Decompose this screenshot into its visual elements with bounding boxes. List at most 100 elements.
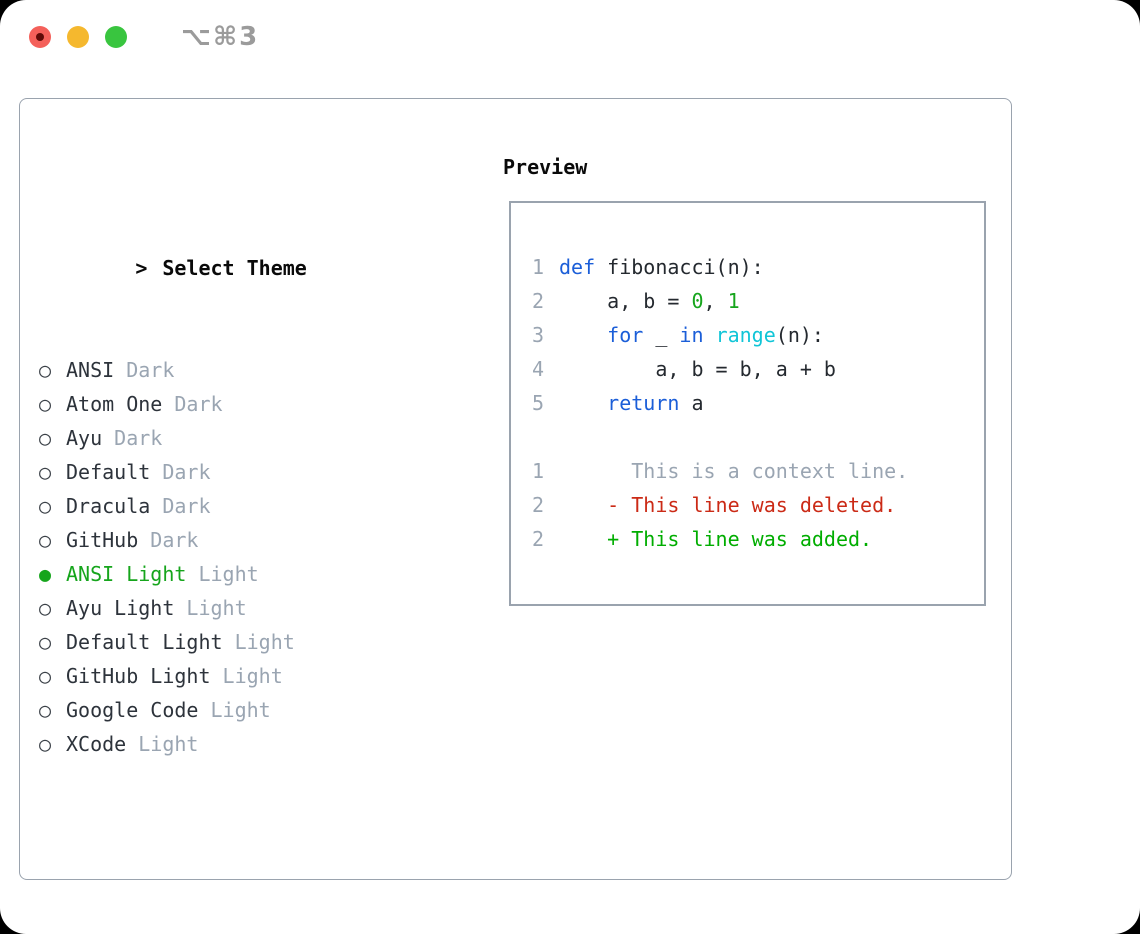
code-line: 2 + This line was added. [532,522,984,556]
theme-variant-badge: Light [198,698,271,722]
code-text: return a [559,391,703,415]
radio-icon: ○ [39,732,52,756]
code-text: This is a context line. [559,459,908,483]
code-text: def fibonacci(n): [559,255,764,279]
prompt-icon: > [135,256,148,280]
theme-variant-badge: Light [126,732,199,756]
code-line: 1 This is a context line. [532,454,984,488]
theme-selector-panel: >Select Theme ○ANSI Dark○Atom One Dark○A… [19,98,1012,880]
minimize-button[interactable] [67,26,89,48]
radio-icon: ○ [39,630,52,654]
line-number: 5 [532,391,545,415]
code-token: (n): [775,323,824,347]
theme-name: Ayu Light [66,596,175,620]
radio-icon: ○ [39,528,52,552]
code-token: a, b = [559,289,692,313]
theme-name: GitHub Light [66,664,211,688]
line-number: 2 [532,289,545,313]
code-token: + This line was added. [559,527,873,551]
code-token [559,391,607,415]
code-token: - This line was deleted. [559,493,897,517]
theme-option-github-light[interactable]: ○ GitHub Light Light [39,659,439,693]
theme-option-github[interactable]: ○ GitHub Dark [39,523,439,557]
code-token: 1 [727,289,740,313]
theme-column: >Select Theme ○ANSI Dark○Atom One Dark○A… [39,149,439,934]
code-token: _ [643,323,680,347]
theme-option-ansi[interactable]: ○ANSI Dark [39,353,439,387]
theme-variant-badge: Dark [102,426,163,450]
theme-option-google-code[interactable]: ○ Google Code Light [39,693,439,727]
theme-option-atom-one[interactable]: ○ Atom One Dark [39,387,439,421]
radio-selected-icon: ● [39,562,52,586]
zoom-button[interactable] [105,26,127,48]
code-text: + This line was added. [559,527,872,551]
code-token: in [679,323,704,347]
radio-icon: ○ [39,596,52,620]
code-token: return [607,391,680,415]
radio-icon: ○ [39,664,52,688]
line-number: 3 [532,323,545,347]
radio-icon: ○ [39,494,52,518]
code-token [704,323,716,347]
theme-variant-badge: Dark [162,392,223,416]
theme-name: Google Code [66,698,199,722]
code-line: 4 a, b = b, a + b [532,352,984,386]
code-line: 3 for _ in range(n): [532,318,984,352]
theme-name: GitHub [66,528,139,552]
code-token: range [715,323,776,347]
theme-variant-badge: Dark [150,494,211,518]
line-number: 1 [532,255,545,279]
theme-variant-badge: Light [186,562,259,586]
theme-variant-badge: Light [210,664,283,688]
theme-option-ayu[interactable]: ○Ayu Dark [39,421,439,455]
theme-name: XCode [66,732,127,756]
code-line: 5 return a [532,386,984,420]
radio-icon: ○ [39,460,52,484]
theme-name: Atom One [66,392,163,416]
theme-name: ANSI Light [66,562,187,586]
theme-variant-badge: Dark [138,528,199,552]
close-dot-icon [36,33,44,41]
theme-variant-badge: Dark [150,460,211,484]
theme-name: ANSI [66,358,115,382]
spacer [39,863,439,897]
theme-list: ○ANSI Dark○Atom One Dark○Ayu Dark○Defaul… [39,353,439,761]
code-line: 2 a, b = 0, 1 [532,284,984,318]
theme-option-ansi-light[interactable]: ● ANSI Light Light [39,557,439,591]
code-token: for [607,323,644,347]
line-number: 4 [532,357,545,381]
radio-icon: ○ [39,392,52,416]
code-token: def [559,255,596,279]
theme-variant-badge: Dark [114,358,175,382]
line-number: 2 [532,527,545,551]
theme-variant-badge: Light [222,630,295,654]
code-token: , [703,289,728,313]
code-line: 2 - This line was deleted. [532,488,984,522]
theme-option-default[interactable]: ○ Default Dark [39,455,439,489]
code-text: for _ in range(n): [559,323,824,347]
theme-option-ayu-light[interactable]: ○Ayu Light Light [39,591,439,625]
code-line: 1 def fibonacci(n): [532,250,984,284]
radio-icon: ○ [39,698,52,722]
code-text: a, b = 0, 1 [559,289,740,313]
titlebar: ⌥⌘3 [29,22,259,52]
window-title: ⌥⌘3 [181,22,260,52]
code-text: - This line was deleted. [559,493,896,517]
theme-name: Default [66,460,151,484]
close-button[interactable] [29,26,51,48]
line-number: 2 [532,493,545,517]
select-theme-header: >Select Theme [39,217,439,280]
code-token: a, b = b, a + b [559,357,836,381]
code-token [559,323,607,347]
theme-option-default-light[interactable]: ○ Default Light Light [39,625,439,659]
theme-option-xcode[interactable]: ○ XCode Light [39,727,439,761]
theme-option-dracula[interactable]: ○ Dracula Dark [39,489,439,523]
code-token: 0 [691,289,704,313]
theme-name: Default Light [66,630,223,654]
theme-name: Dracula [66,494,151,518]
line-number: 1 [532,459,545,483]
radio-icon: ○ [39,426,52,450]
code-token: This is a context line. [559,459,909,483]
